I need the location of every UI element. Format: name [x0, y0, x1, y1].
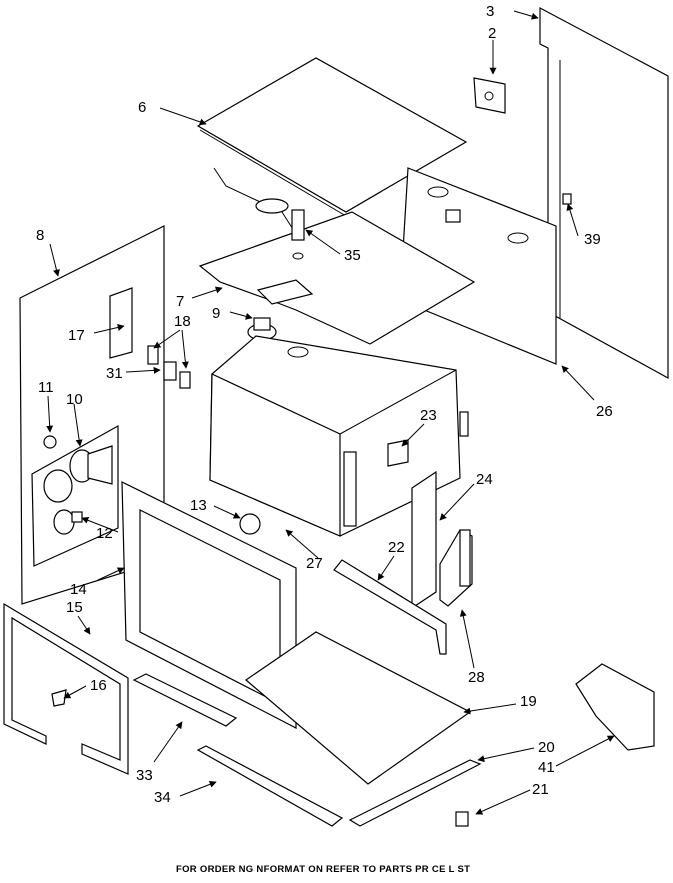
callout-15: 15: [66, 599, 83, 616]
callout-21: 21: [532, 781, 549, 798]
callout-24: 24: [476, 471, 493, 488]
callout-6: 6: [138, 99, 146, 116]
hinge-rail: [411, 470, 437, 610]
callout-13: 13: [190, 497, 207, 514]
rear-bracket: [473, 77, 506, 114]
lower-strip: [132, 673, 238, 727]
knob: [239, 513, 261, 535]
fastener: [455, 811, 469, 827]
oven-cavity: [209, 335, 469, 537]
callout-27: 27: [306, 555, 323, 572]
callout-labels: 3 2 6 35 39 8 7 9 18 17 31 11 10 26 23 2…: [36, 3, 613, 806]
callout-16: 16: [90, 677, 107, 694]
callout-10: 10: [66, 391, 83, 408]
callout-20: 20: [538, 739, 555, 756]
small-clip: [562, 193, 572, 205]
callout-39: 39: [584, 231, 601, 248]
light-socket: [69, 445, 113, 485]
wire-tube-assembly: [213, 167, 305, 260]
light-bulb: [53, 509, 83, 535]
top-panel: [196, 57, 468, 217]
side-bracket: [575, 663, 655, 751]
callout-31: 31: [106, 365, 123, 382]
callout-22: 22: [388, 539, 405, 556]
gasket-clip: [51, 689, 67, 707]
callout-2: 2: [488, 25, 496, 42]
callout-3: 3: [486, 3, 494, 20]
leader-lines: [46, 10, 615, 815]
callout-34: 34: [154, 789, 171, 806]
callout-33: 33: [136, 767, 153, 784]
callout-17: 17: [68, 327, 85, 344]
callout-12: 12: [96, 525, 113, 542]
door-frame: [121, 481, 297, 729]
callout-11: 11: [38, 379, 54, 396]
callout-7: 7: [176, 293, 184, 310]
oven-top-plate: [198, 211, 476, 345]
callout-19: 19: [520, 693, 537, 710]
light-lens: [43, 469, 73, 503]
callout-41: 41: [538, 759, 555, 776]
door-hinge: [439, 529, 473, 607]
lower-rail: [333, 559, 447, 655]
door-gasket: [3, 602, 129, 775]
side-plate: [387, 439, 409, 467]
small-brackets: [147, 345, 191, 389]
washer: [43, 435, 57, 449]
callout-26: 26: [596, 403, 613, 420]
callout-23: 23: [420, 407, 437, 424]
callout-28: 28: [468, 669, 485, 686]
thermostat-part: [247, 317, 277, 341]
ordering-info-footer: FOR ORDER NG NFORMAT ON REFER TO PARTS P…: [176, 864, 470, 875]
callout-18: 18: [174, 313, 191, 330]
front-rail: [348, 759, 482, 827]
callout-8: 8: [36, 227, 44, 244]
base-rail: [196, 745, 344, 827]
rear-panel: [539, 7, 669, 380]
callout-14: 14: [70, 581, 87, 598]
callout-35: 35: [344, 247, 361, 264]
callout-9: 9: [212, 305, 220, 322]
